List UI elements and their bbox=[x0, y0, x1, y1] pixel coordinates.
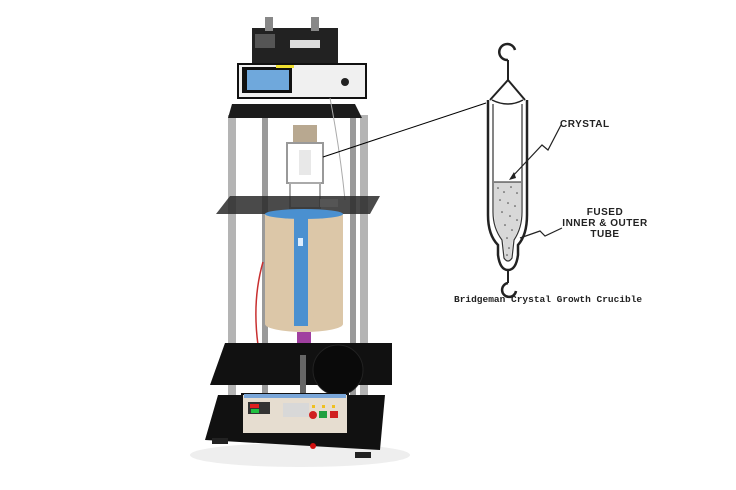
crystal-label: CRYSTAL bbox=[560, 119, 610, 130]
diagram-caption: Bridgeman Crystal Growth Crucible bbox=[454, 294, 643, 305]
fused-tube-label-line3: TUBE bbox=[590, 229, 620, 240]
fused-tube-label-line1: FUSED bbox=[586, 207, 624, 218]
fused-tube-label: FUSED INNER & OUTER TUBE bbox=[560, 207, 650, 240]
fused-tube-label-line2: INNER & OUTER bbox=[562, 218, 648, 229]
